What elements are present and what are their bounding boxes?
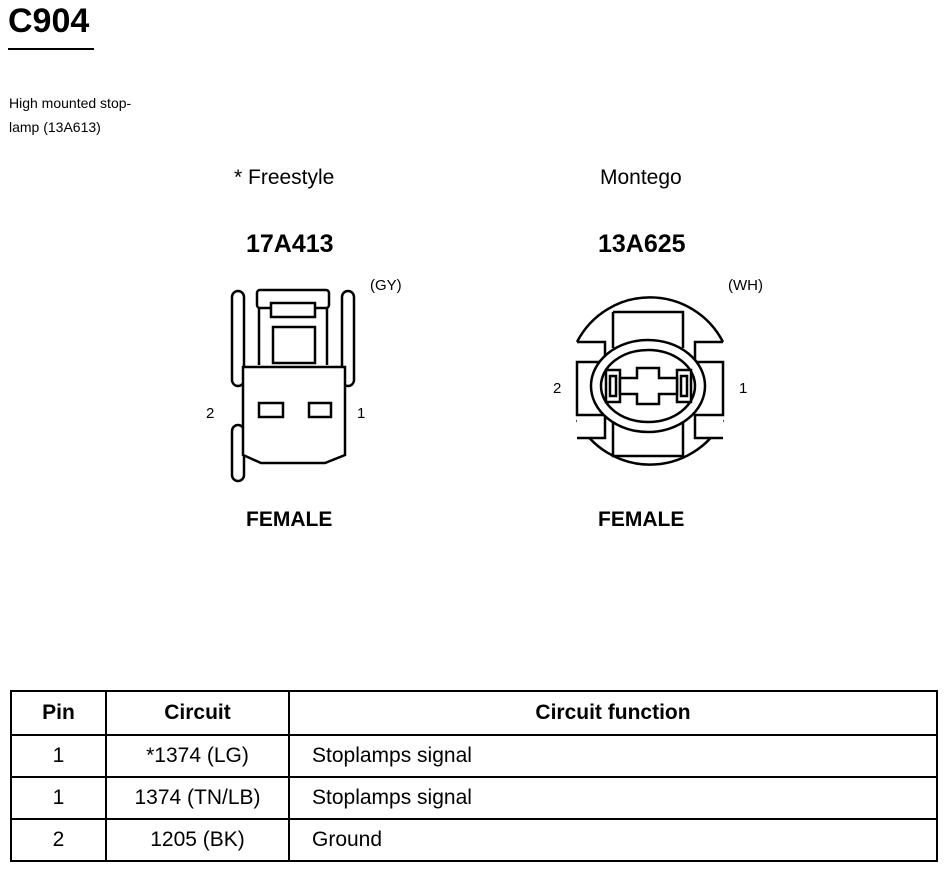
variant-freestyle-pin-1-label: 1 [357,405,366,422]
freestyle-left-latch [232,291,244,386]
variant-freestyle-gender: FEMALE [246,508,333,531]
montego-terminal-2-inner [610,376,616,396]
cell-pin: 1 [10,734,107,778]
freestyle-upper-window [273,327,315,363]
cell-circuit: 1374 (TN/LB) [105,776,290,820]
variant-freestyle-color: (GY) [370,277,402,294]
cell-circuit-function: Stoplamps signal [288,776,938,820]
variant-freestyle-pin-2-label: 2 [206,405,215,422]
cell-pin: 2 [10,818,107,862]
freestyle-right-latch [342,291,354,386]
header-circuit: Circuit [105,690,290,736]
variant-freestyle-part-number: 17A413 [246,230,334,258]
table-row: 1 *1374 (LG) Stoplamps signal [10,734,938,778]
table-row: 2 1205 (BK) Ground [10,818,938,862]
connector-description-line1: High mounted stop- [9,95,132,111]
pin-table: Pin Circuit Circuit function 1 *1374 (LG… [10,690,938,862]
freestyle-upper-frame [259,308,327,365]
title-underline [8,48,94,50]
freestyle-housing [243,367,345,463]
freestyle-cavity-1 [309,403,331,417]
variant-montego-gender: FEMALE [598,508,685,531]
variant-montego-pin-2-label: 2 [553,380,562,397]
table-header-row: Pin Circuit Circuit function [10,690,938,736]
variant-freestyle-label: * Freestyle [234,166,335,189]
connector-id: C904 [8,2,90,40]
variant-montego-color: (WH) [728,277,763,294]
freestyle-connector-drawing [225,285,365,485]
cell-pin: 1 [10,776,107,820]
montego-center-key [620,368,677,404]
connector-description-line2: lamp (13A613) [9,119,101,135]
montego-terminal-1-inner [681,376,687,396]
montego-connector-drawing [565,290,735,480]
cell-circuit-function: Ground [288,818,938,862]
header-pin: Pin [10,690,107,736]
cell-circuit-function: Stoplamps signal [288,734,938,778]
variant-montego-pin-1-label: 1 [739,380,748,397]
freestyle-lock-tab-inner [271,303,315,317]
header-circuit-function: Circuit function [288,690,938,736]
freestyle-cavity-2 [259,403,283,417]
table-row: 1 1374 (TN/LB) Stoplamps signal [10,776,938,820]
variant-montego-label: Montego [600,166,682,189]
montego-side-wings [577,342,723,438]
cell-circuit: 1205 (BK) [105,818,290,862]
variant-montego-part-number: 13A625 [598,230,686,258]
cell-circuit: *1374 (LG) [105,734,290,778]
